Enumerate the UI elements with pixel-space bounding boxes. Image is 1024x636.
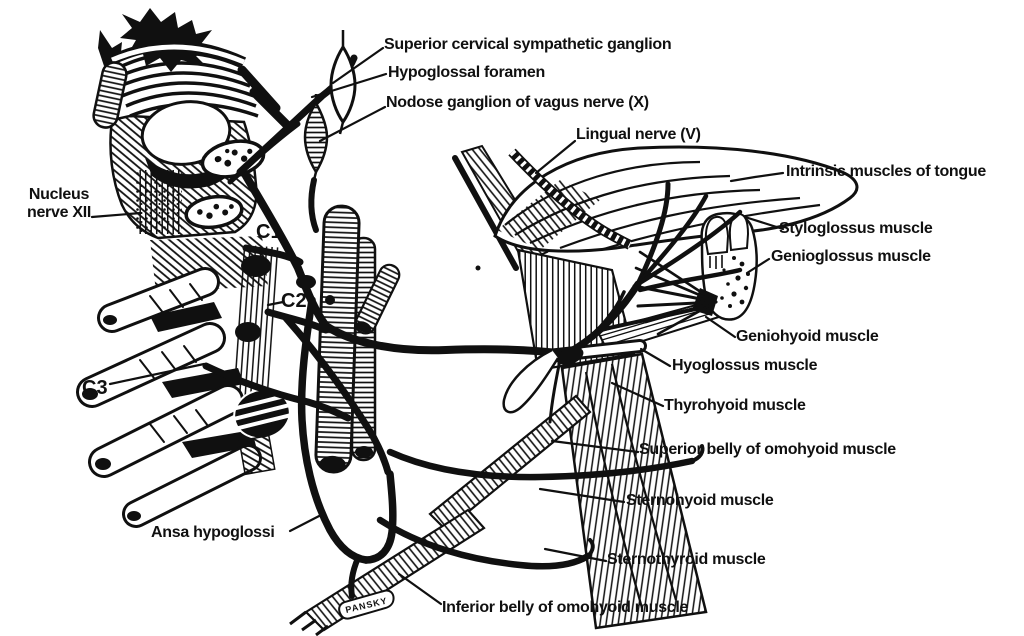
label-superior-belly-omohyoid: Superior belly of omohyoid muscle [639, 441, 896, 458]
label-inferior-belly-omohyoid: Inferior belly of omohyoid muscle [442, 599, 689, 616]
choroid-plexus-tuft [120, 8, 216, 72]
omohyoid-superior-belly-shape [428, 394, 592, 532]
nucleus-xii-region [136, 170, 182, 234]
label-hyoglossus: Hyoglossus muscle [672, 357, 818, 374]
label-hypoglossal-foramen: Hypoglossal foramen [388, 64, 546, 81]
label-lingual-nerve: Lingual nerve (V) [576, 126, 701, 143]
brainstem-ribbed-strip [92, 61, 128, 129]
signature-banner: PANSKY [338, 589, 395, 620]
label-c2: C2 [281, 290, 307, 312]
label-thyrohyoid: Thyrohyoid muscle [664, 397, 806, 414]
strap-muscle-column [560, 352, 708, 630]
cord-section-lower [184, 194, 244, 230]
label-sternohyoid: Sternohyoid muscle [626, 492, 774, 509]
label-nucleus-line2: nerve XII [26, 204, 91, 222]
superior-cervical-ganglion-shape [329, 30, 357, 135]
hypoglossal-nerve-trunks [202, 54, 743, 599]
tongue-outline [493, 145, 859, 253]
label-c3: C3 [82, 377, 108, 399]
leader-lines [90, 46, 785, 606]
label-ansa-hypoglossi: Ansa hypoglossi [151, 524, 275, 541]
lingual-nerve-band [508, 148, 633, 250]
cervical-vertebrae-illustration [76, 236, 295, 528]
olive-oval [140, 100, 232, 166]
label-intrinsic-muscles-tongue: Intrinsic muscles of tongue [786, 163, 986, 180]
spongy-bone-stipple [720, 256, 750, 308]
label-nucleus-nerve-xii: Nucleus nerve XII [10, 186, 108, 223]
label-c1: C1 [256, 221, 282, 243]
label-styloglossus: Styloglossus muscle [779, 220, 933, 237]
label-nodose-ganglion: Nodose ganglion of vagus nerve (X) [386, 94, 649, 111]
carotid-stub [354, 263, 401, 335]
label-genioglossus: Genioglossus muscle [771, 248, 931, 265]
label-nucleus-line1: Nucleus [28, 186, 90, 203]
label-sternothyroid: Sternothyroid muscle [607, 551, 766, 568]
tongue-fibers [504, 160, 821, 252]
nodose-ganglion-shape [303, 94, 329, 185]
label-superior-cervical-ganglion: Superior cervical sympathetic ganglion [384, 36, 672, 53]
label-geniohyoid: Geniohyoid muscle [736, 328, 879, 345]
thyrohyoid-nerve-loop [502, 348, 560, 414]
ganglia [303, 30, 357, 185]
